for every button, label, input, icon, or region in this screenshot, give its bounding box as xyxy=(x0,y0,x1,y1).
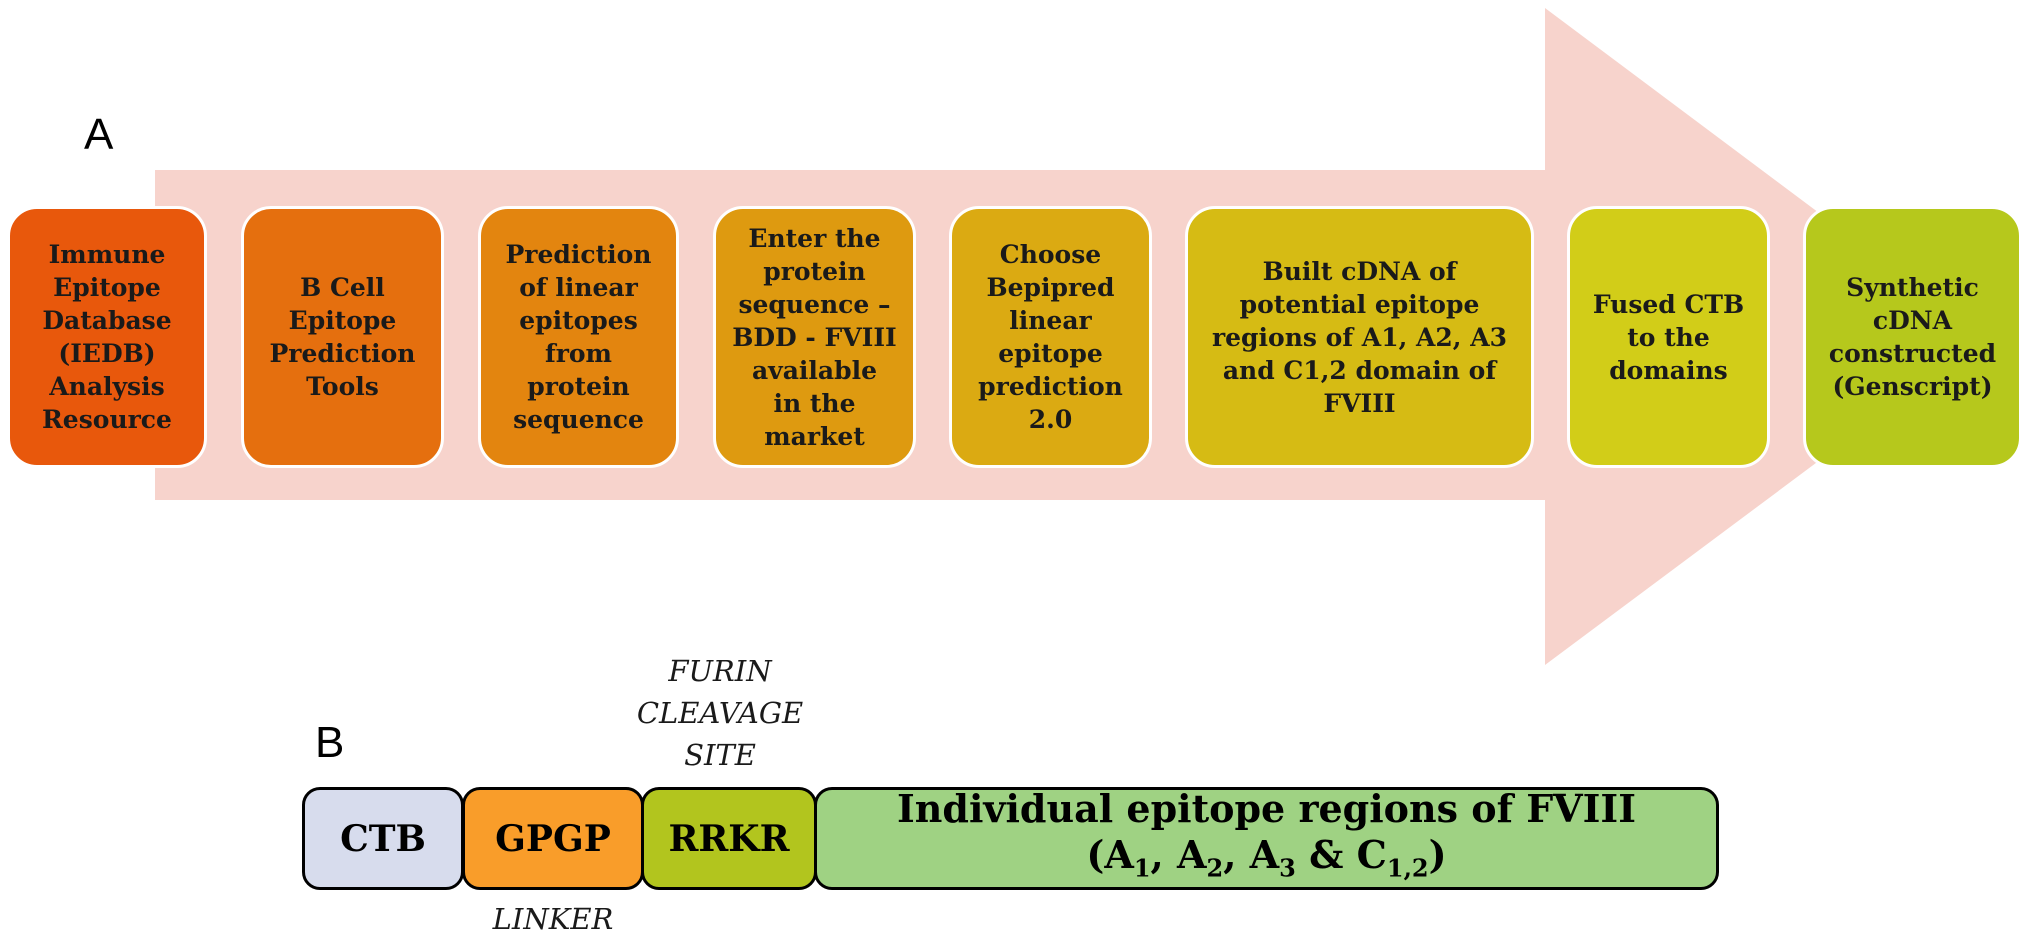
panel-b-label: B xyxy=(315,718,345,767)
workflow-step-2: B Cell Epitope Prediction Tools xyxy=(241,206,444,468)
furin-cleavage-note: FURIN CLEAVAGE SITE xyxy=(636,654,804,772)
panel-a-label: A xyxy=(84,110,114,159)
epitope-regions-title: Individual epitope regions of FVIII xyxy=(897,785,1636,831)
workflow-step-6: Built cDNA of potential epitope regions … xyxy=(1185,206,1534,468)
workflow-step-1: Immune Epitope Database (IEDB) Analysis … xyxy=(7,206,207,468)
workflow-step-4: Enter the protein sequence – BDD - FVIII… xyxy=(713,206,916,468)
workflow-step-8: Synthetic cDNA constructed (Genscript) xyxy=(1803,206,2022,468)
workflow-step-3: Prediction of linear epitopes from prote… xyxy=(478,206,679,468)
linker-note: LINKER xyxy=(492,902,614,936)
epitope-regions-segment: Individual epitope regions of FVIII (A1,… xyxy=(814,785,1719,890)
rrkr-label: RRKR xyxy=(668,817,790,860)
gpgp-label: GPGP xyxy=(495,817,611,860)
workflow-step-5: Choose Bepipred linear epitope predictio… xyxy=(949,206,1152,468)
ctb-segment: CTB xyxy=(302,787,464,890)
rrkr-segment: RRKR xyxy=(641,787,817,890)
gpgp-linker-segment: GPGP xyxy=(462,787,644,890)
epitope-domains: (A1, A2, A3 & C1,2) xyxy=(1086,831,1447,883)
workflow-step-7: Fused CTB to the domains xyxy=(1567,206,1770,468)
ctb-label: CTB xyxy=(340,817,426,860)
